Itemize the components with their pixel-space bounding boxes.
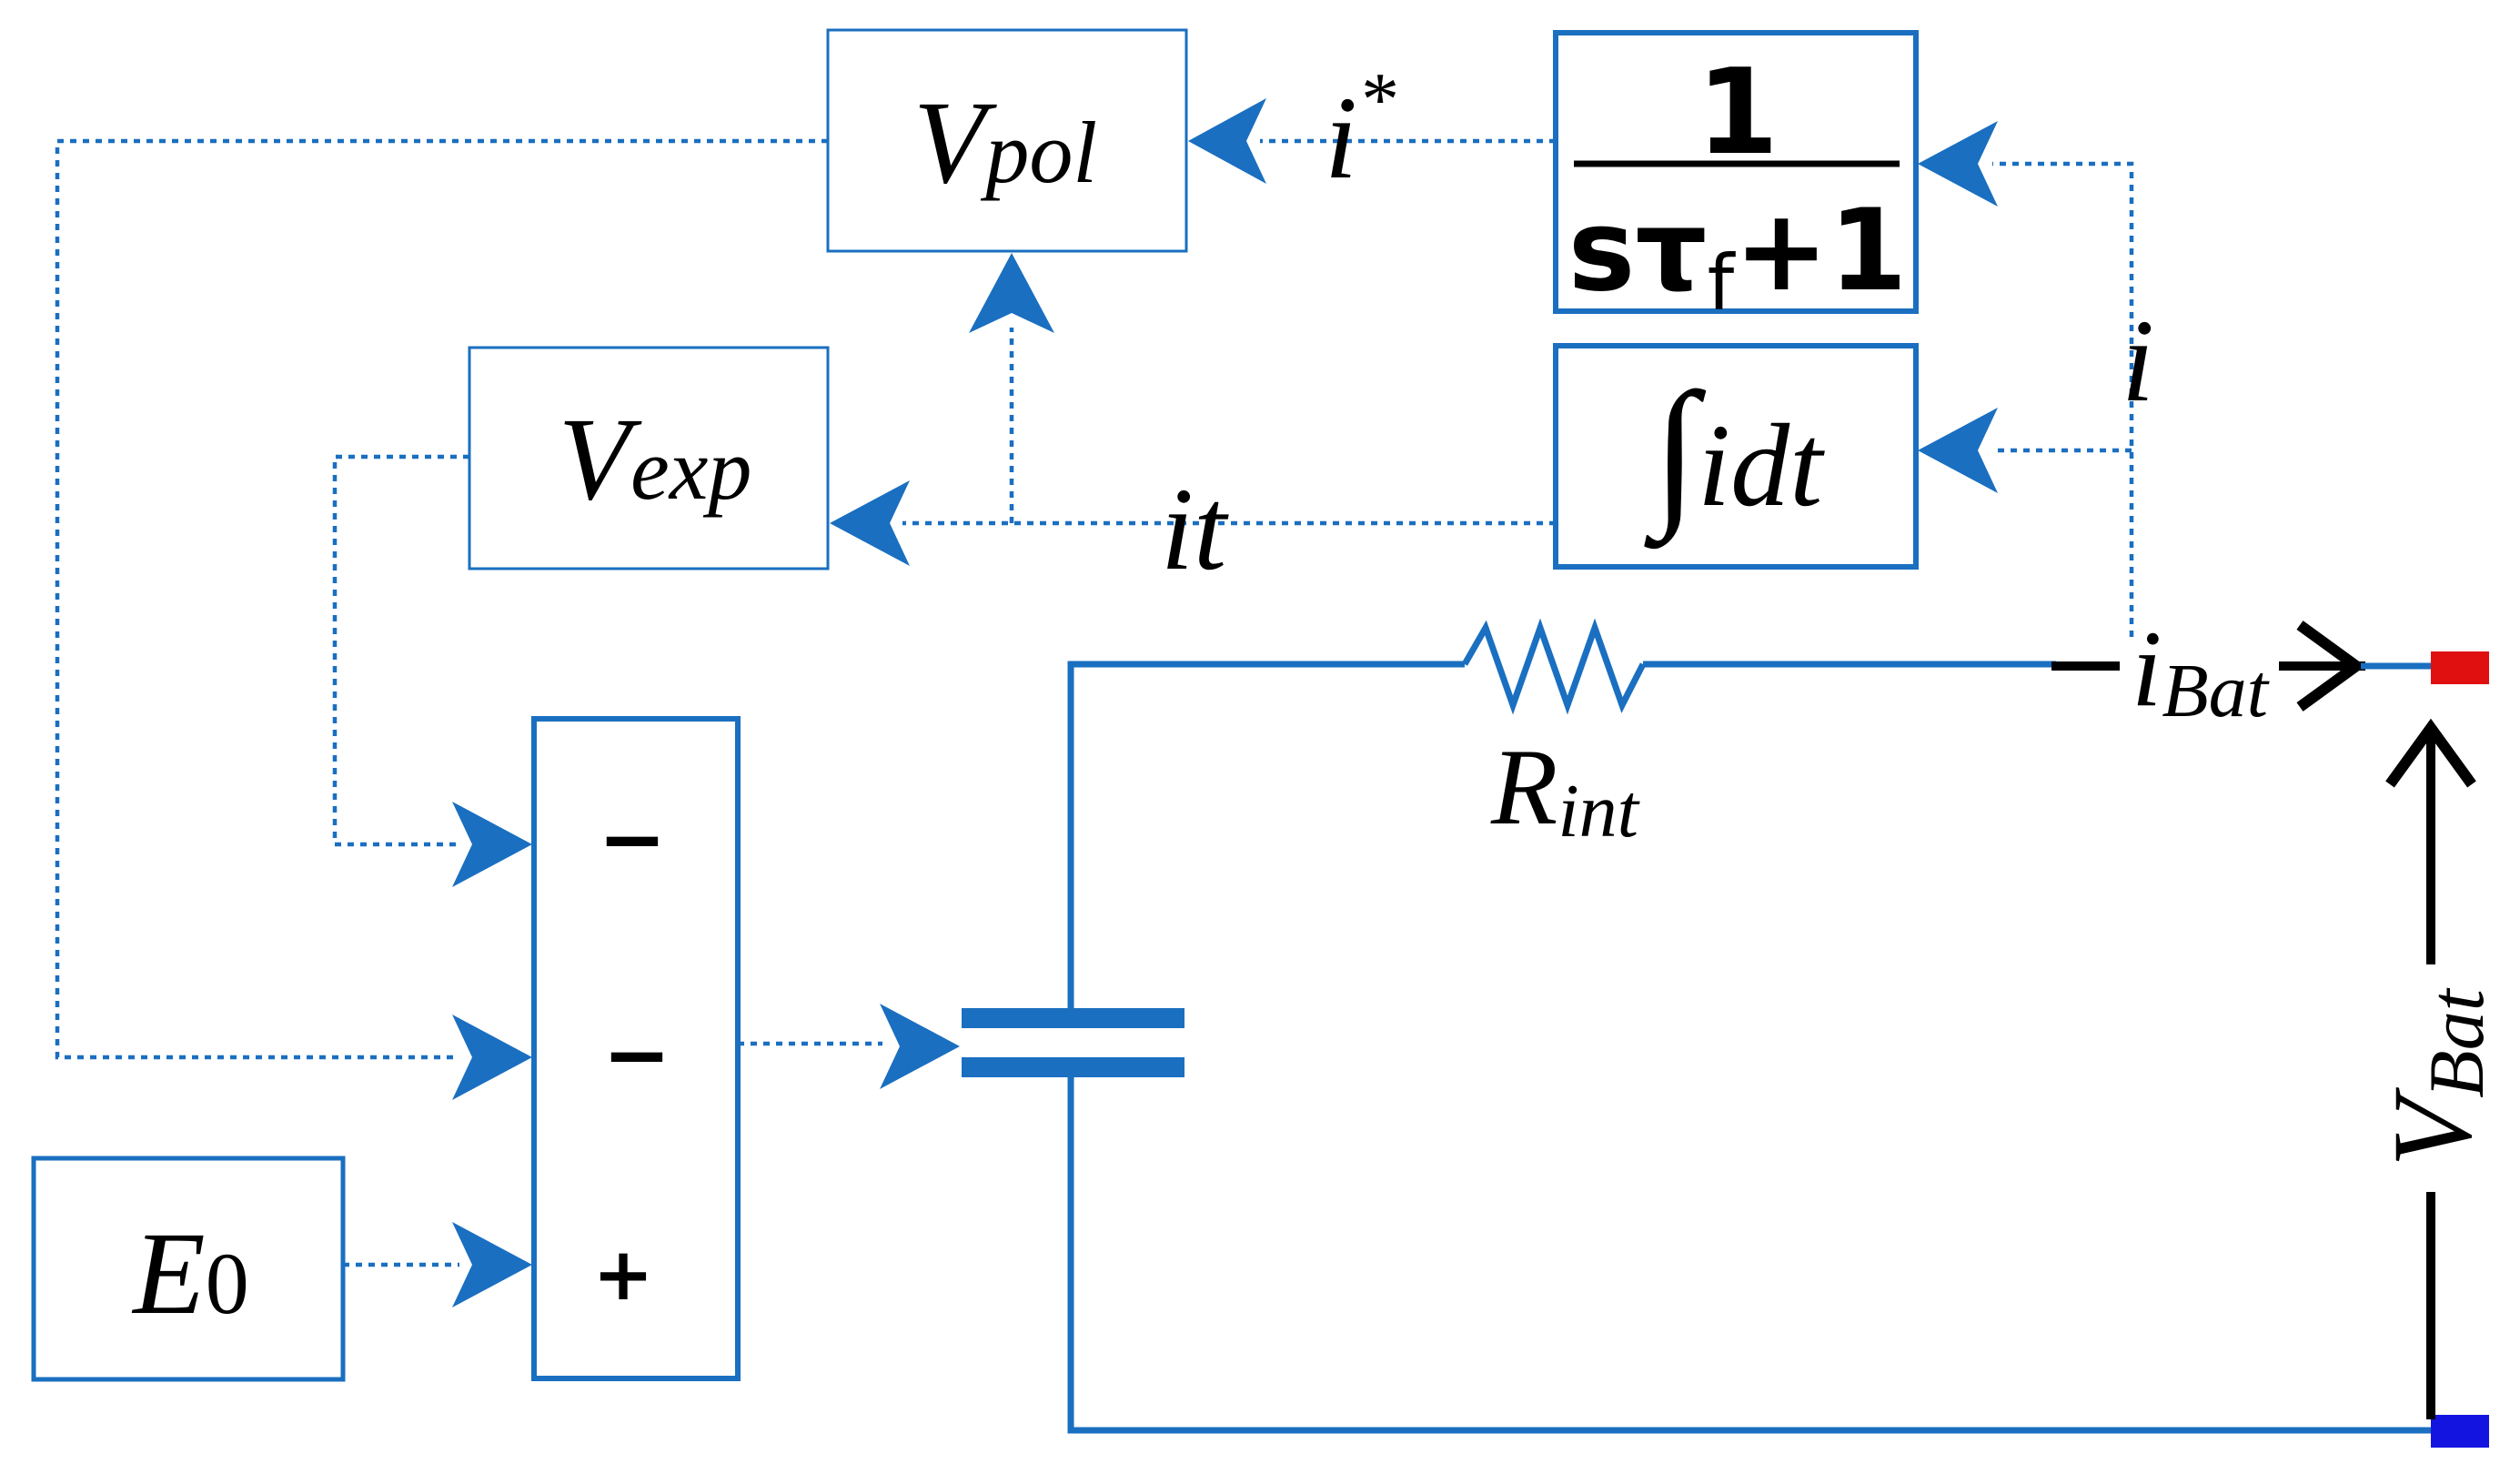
source-plate-top — [962, 1008, 1184, 1028]
negative-terminal — [2431, 1415, 2489, 1448]
rint-label: Rint — [1490, 726, 1641, 853]
signal-vpol-to-summer — [55, 138, 828, 1060]
resistor-symbol — [1461, 618, 1647, 715]
vbat-arrow-icon — [2385, 718, 2476, 788]
ibat-arrow-icon — [2296, 621, 2366, 712]
arrowhead-into-vexp — [830, 480, 910, 566]
wire-top-left — [1067, 661, 1465, 890]
filter-denominator: sτf+1 — [1568, 186, 1908, 328]
summer-sign-bottom: + — [592, 1232, 653, 1317]
arrowhead-up-into-vpol — [969, 253, 1054, 333]
vexp-label: Vexp — [559, 394, 752, 525]
summer-sign-top: − — [598, 792, 666, 887]
vbat-label: VBat — [2370, 987, 2500, 1166]
signal-vexp-to-summer — [332, 454, 469, 847]
arrowhead-into-source — [880, 1004, 960, 1089]
arrowhead-into-vpol — [1188, 98, 1266, 184]
integrator-label: ∫idt — [1644, 359, 1825, 550]
e0-block — [31, 1156, 346, 1382]
positive-terminal — [2431, 651, 2489, 684]
summer-sign-middle: − — [602, 1007, 670, 1103]
signal-istar-label: i* — [1325, 57, 1396, 204]
signal-i-line — [1992, 161, 2134, 637]
arrowhead-into-integrator — [1918, 408, 1998, 493]
vpol-label: Vpol — [913, 77, 1097, 208]
arrowhead-summer-middle — [452, 1015, 532, 1100]
signal-i-label: i — [2122, 296, 2154, 427]
arrowhead-into-filter — [1918, 121, 1998, 207]
filter-numerator: 1 — [1697, 43, 1779, 181]
arrowhead-summer-top — [452, 802, 532, 887]
source-plate-bottom — [962, 1057, 1184, 1077]
integrator-block — [1553, 343, 1919, 570]
wire-bottom — [1067, 1087, 2475, 1434]
arrowhead-summer-bottom — [452, 1222, 532, 1307]
filter-block — [1553, 30, 1919, 314]
signal-it-label: it — [1161, 464, 1229, 595]
ibat-label: iBat — [2132, 608, 2271, 733]
e0-label: E0 — [131, 1208, 248, 1339]
summer-block — [531, 716, 741, 1381]
